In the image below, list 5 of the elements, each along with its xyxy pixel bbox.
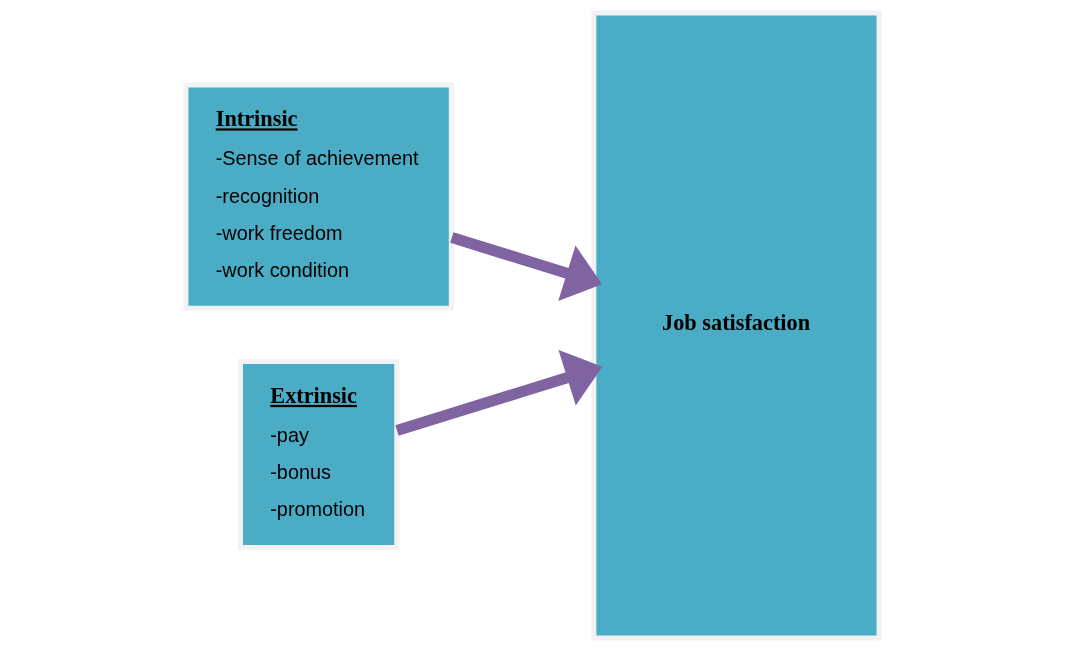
arrow [395, 349, 603, 436]
arrow [450, 232, 603, 301]
node-box: Job satisfaction [591, 10, 882, 641]
node-box: Extrinsic -pay -bonus -promotion [238, 358, 400, 550]
node-box: Intrinsic -Sense of achievement -recognition -work freedom -work condition [183, 82, 454, 311]
